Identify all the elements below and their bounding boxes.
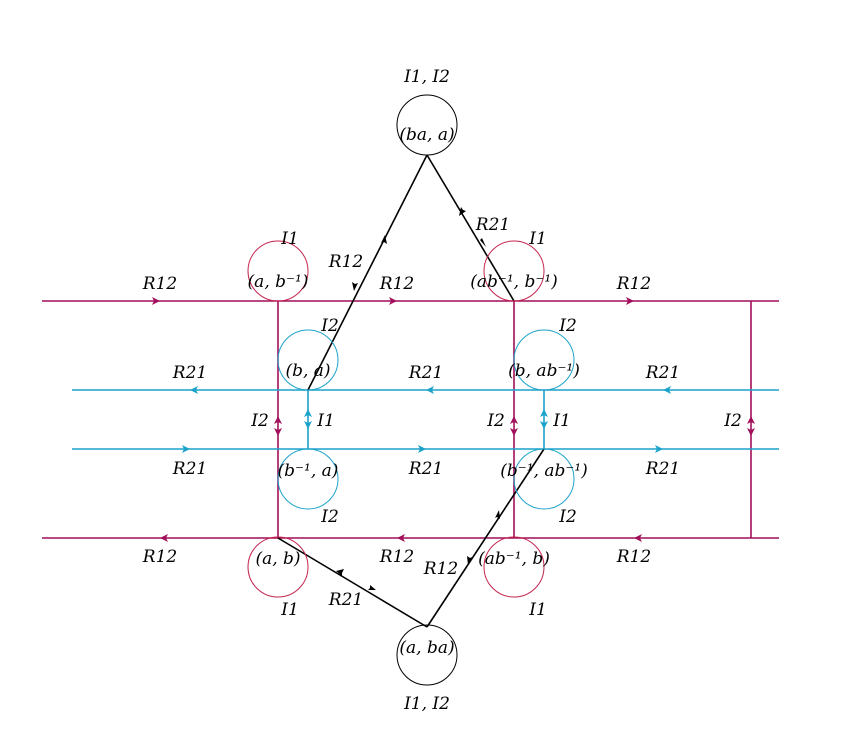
edge-label-r12: R12 xyxy=(379,274,414,294)
arrow-r21 xyxy=(480,238,486,247)
arrow-r21 xyxy=(368,585,376,590)
edge-label-r12: R12 xyxy=(142,547,177,567)
edge-label-i2: I2 xyxy=(250,411,269,431)
arrow-i2 xyxy=(510,416,518,436)
node-label-ul: (a, b⁻¹) xyxy=(248,272,309,292)
arrow-r21 xyxy=(182,445,190,453)
loop-ul xyxy=(247,240,309,302)
arrow-r21 xyxy=(663,386,671,394)
arrow-r21 xyxy=(336,569,344,576)
loop-lr xyxy=(483,536,545,598)
edge-label-r12: R12 xyxy=(379,547,414,567)
arrow-r12 xyxy=(626,297,634,305)
node-label-cul: (b, a) xyxy=(285,361,330,381)
arrow-i2 xyxy=(274,416,282,436)
edge-label-i1: I1 xyxy=(316,411,335,431)
arrow-r12 xyxy=(389,297,397,305)
edge-label-r21: R21 xyxy=(408,459,443,479)
loop-ll xyxy=(247,536,309,598)
loop-label-ul: I1 xyxy=(280,229,299,249)
edge-r12-diag-ul xyxy=(307,154,428,391)
arrow-r21 xyxy=(459,207,466,216)
loop-bottom xyxy=(396,624,458,686)
edge-label-r12-diag: R12 xyxy=(328,252,363,272)
arrow-i2 xyxy=(747,416,755,436)
edge-label-i2: I2 xyxy=(723,411,742,431)
arrow-r21 xyxy=(426,386,434,394)
edge-label-r21: R21 xyxy=(408,363,443,383)
edge-label-i1: I1 xyxy=(552,411,571,431)
loop-label-ll: I1 xyxy=(280,600,299,620)
arrow-r12 xyxy=(160,534,168,542)
edge-label-r21: R21 xyxy=(172,459,207,479)
loop-cul xyxy=(277,329,339,391)
loop-cll xyxy=(277,448,339,510)
edge-label-i2: I2 xyxy=(486,411,505,431)
arrow-r12 xyxy=(152,297,160,305)
arrow-r12 xyxy=(634,534,642,542)
edge-label-r12: R12 xyxy=(616,274,651,294)
arrow-r21 xyxy=(190,386,198,394)
edge-label-r21: R21 xyxy=(172,363,207,383)
arrow-i1 xyxy=(540,409,548,429)
edge-r21-diag-ll xyxy=(277,537,428,628)
arrow-i1 xyxy=(304,409,312,429)
loop-top xyxy=(396,94,458,156)
loop-label-cul: I2 xyxy=(320,316,339,336)
edge-label-r21: R21 xyxy=(645,459,680,479)
loop-clr xyxy=(513,448,575,510)
node-label-top: (ba, a) xyxy=(399,125,454,145)
node-label-ur: (ab⁻¹, b⁻¹) xyxy=(470,272,558,292)
edge-label-r21: R21 xyxy=(645,363,680,383)
node-label-bottom: (a, ba) xyxy=(399,638,454,658)
edge-label-r12: R12 xyxy=(142,274,177,294)
node-label-lr: (ab⁻¹, b) xyxy=(478,549,550,569)
edge-r21-diag-ur xyxy=(426,154,515,302)
arrow-r12 xyxy=(467,556,472,565)
loop-label-bottom: I1, I2 xyxy=(403,694,450,714)
arrow-r12 xyxy=(397,534,405,542)
node-label-ll: (a, b) xyxy=(255,549,300,569)
loop-cur xyxy=(513,329,575,391)
edge-label-r21-diag: R21 xyxy=(328,590,363,610)
loop-label-cur: I2 xyxy=(558,316,577,336)
loop-label-clr: I2 xyxy=(558,507,577,527)
arrow-r12 xyxy=(495,510,500,519)
loop-label-cll: I2 xyxy=(320,507,339,527)
edge-label-r21-diag: R21 xyxy=(475,215,510,235)
node-label-cur: (b, ab⁻¹) xyxy=(508,361,580,381)
loop-label-top: I1, I2 xyxy=(403,67,450,87)
arrow-r12 xyxy=(352,282,358,291)
loop-ur xyxy=(483,240,545,302)
loop-label-lr: I1 xyxy=(528,600,547,620)
arrow-r21 xyxy=(655,445,663,453)
arrow-r21 xyxy=(418,445,426,453)
arrow-r12 xyxy=(381,235,387,244)
loop-label-ur: I1 xyxy=(528,229,547,249)
edge-r12-diag-lr xyxy=(426,448,545,628)
edge-label-r12: R12 xyxy=(616,547,651,567)
node-label-cll: (b⁻¹, a) xyxy=(278,461,339,481)
node-label-clr: (b⁻¹, ab⁻¹) xyxy=(500,461,588,481)
edge-label-r12-diag: R12 xyxy=(423,559,458,579)
